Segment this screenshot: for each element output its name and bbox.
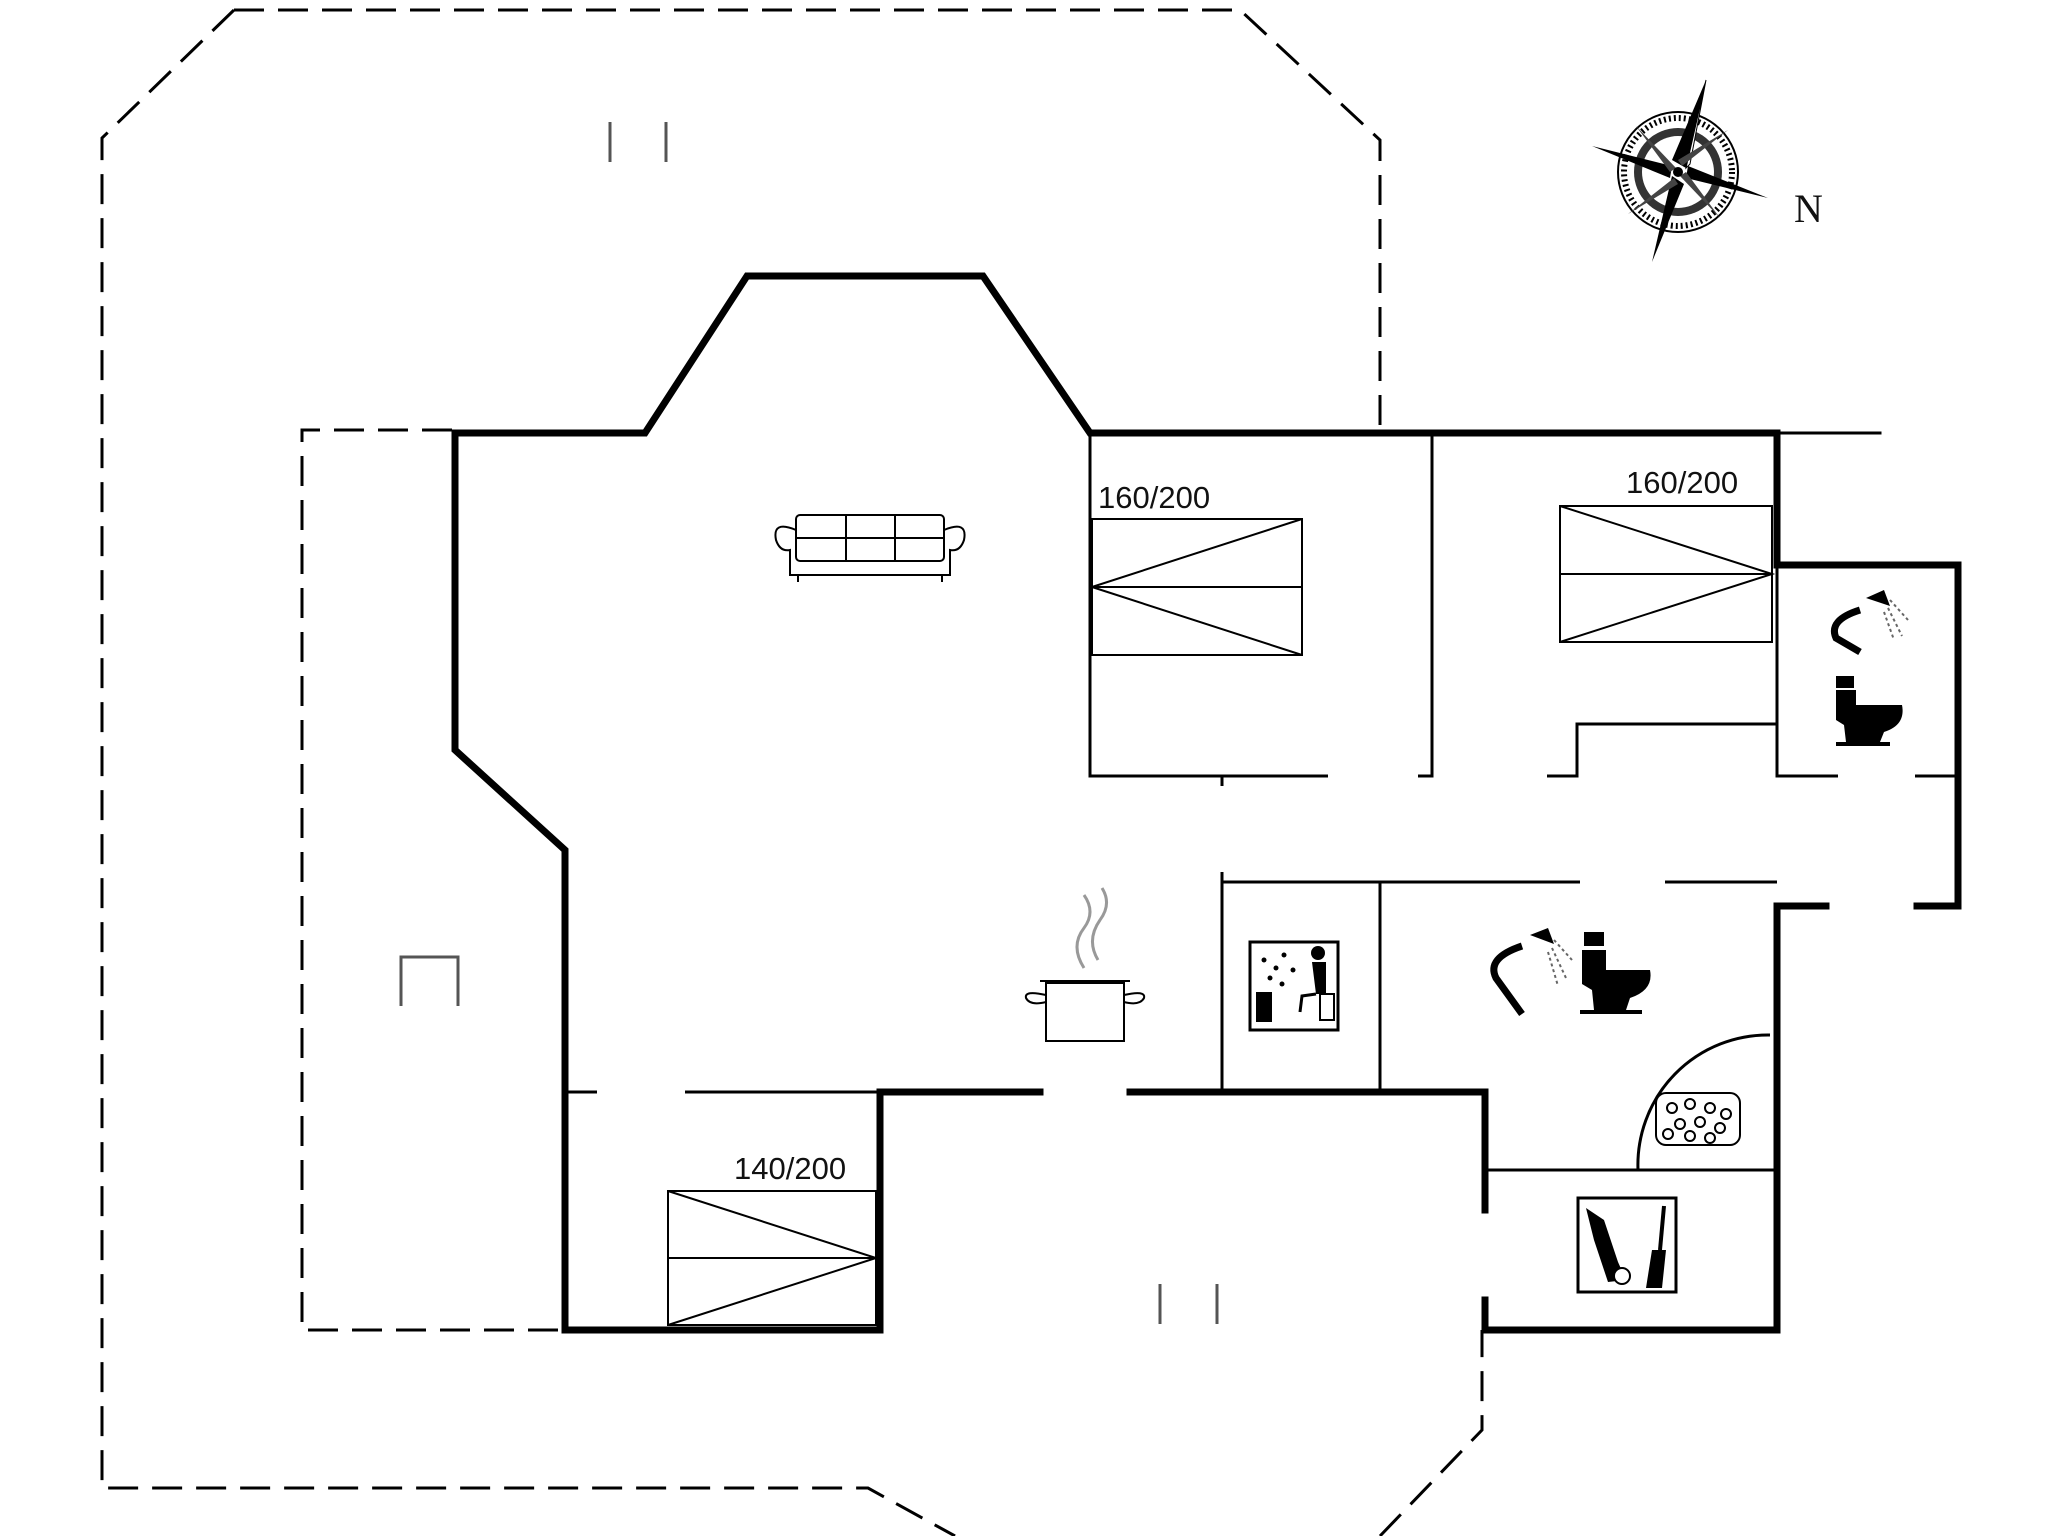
toilet-icon — [1836, 676, 1903, 746]
bed-size-label-bedroom-2: 160/200 — [1626, 465, 1738, 500]
interior-walls — [565, 430, 1958, 1172]
exterior-walls — [451, 272, 1962, 1334]
sauna-icon — [1248, 940, 1340, 1032]
whirlpool-icon — [1655, 1092, 1741, 1146]
utility-room-icon — [1576, 1196, 1678, 1294]
compass-rose-icon — [1592, 79, 1768, 262]
toilet-icon — [1580, 932, 1651, 1014]
terrace-outline — [100, 8, 1484, 1536]
bed-size-label-bedroom-3: 140/200 — [734, 1151, 846, 1186]
bed-bedroom-2 — [1559, 505, 1776, 643]
shower-icon — [1831, 590, 1909, 656]
north-label: N — [1794, 186, 1823, 231]
bed-bedroom-1 — [1091, 518, 1303, 656]
sofa-icon — [774, 514, 966, 582]
bed-bedroom-3 — [667, 1190, 880, 1326]
cooking-pot-icon — [1024, 887, 1146, 1042]
bed-size-label-bedroom-1: 160/200 — [1098, 480, 1210, 515]
entrance-markers — [399, 122, 1219, 1324]
shower-icon — [1490, 928, 1573, 1017]
